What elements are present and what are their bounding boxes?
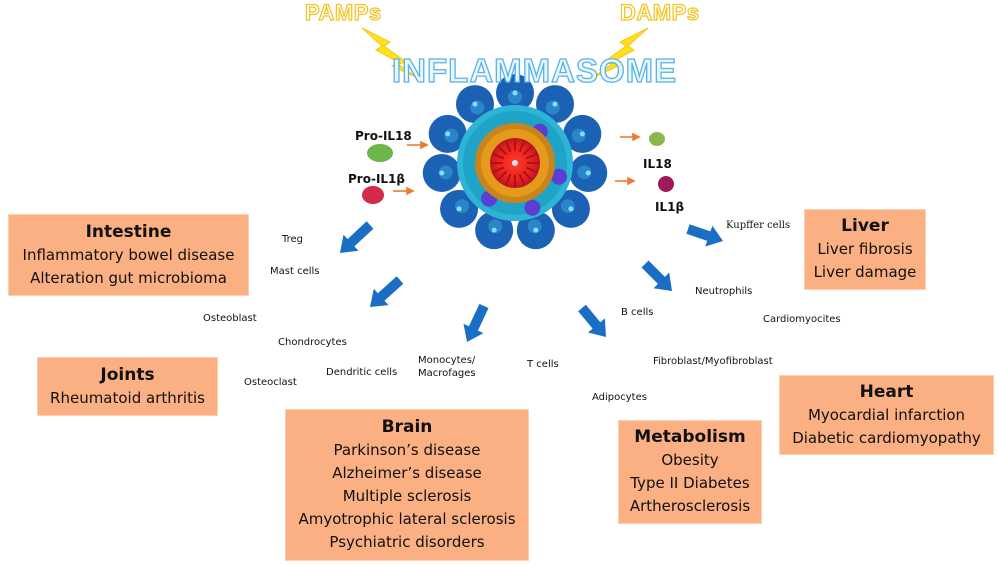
disease-item: Multiple sclerosis bbox=[342, 487, 472, 505]
arrow-to-kupffer-icon bbox=[686, 224, 723, 247]
organ-title-metabolism: Metabolism bbox=[634, 427, 746, 447]
cell-label-cardiomyocites: Cardiomyocites bbox=[763, 314, 841, 325]
arrow-to-mast-cells-icon bbox=[370, 276, 404, 307]
organ-title-heart: Heart bbox=[859, 381, 914, 402]
damps-label: DAMPs bbox=[619, 0, 700, 26]
organ-title-intestine: Intestine bbox=[85, 221, 172, 242]
cell-label-fibroblast: Fibroblast/Myofibroblast bbox=[653, 356, 773, 367]
inflammasome-title: INFLAMMASOME bbox=[391, 51, 678, 89]
il1b-label: IL1β bbox=[655, 200, 685, 214]
il18-molecule-icon bbox=[649, 132, 665, 146]
organ-title-joints: Joints bbox=[100, 364, 155, 385]
organ-title-brain: Brain bbox=[381, 417, 433, 437]
cell-label-dendritic-cells: Dendritic cells bbox=[326, 367, 398, 378]
disease-item: Parkinson’s disease bbox=[333, 441, 481, 459]
arrow-to-neutrophils-icon bbox=[641, 260, 672, 291]
organ-box-intestine: Intestine Inflammatory bowel disease Alt… bbox=[8, 214, 249, 296]
disease-item: Amyotrophic lateral sclerosis bbox=[298, 510, 516, 528]
arrow-to-treg-icon bbox=[340, 221, 374, 253]
cell-label-macrofages: Macrofages bbox=[418, 368, 476, 379]
cell-label-b-cells: B cells bbox=[621, 307, 654, 318]
cell-label-osteoblast: Osteoblast bbox=[203, 313, 257, 324]
il1b-molecule-icon bbox=[658, 176, 674, 192]
cell-label-treg: Treg bbox=[282, 234, 304, 245]
pro-il1b-label: Pro-IL1β bbox=[348, 172, 405, 186]
organ-box-brain: Brain Parkinson’s disease Alzheimer’s di… bbox=[285, 409, 529, 561]
cell-label-adipocytes: Adipocytes bbox=[592, 392, 647, 403]
disease-item: Alzheimer’s disease bbox=[332, 464, 482, 482]
pro-il18-label: Pro-IL18 bbox=[355, 129, 412, 143]
cell-label-neutrophils: Neutrophils bbox=[695, 286, 753, 297]
pamps-label: PAMPs bbox=[304, 0, 382, 26]
arrow-to-b-cells-icon bbox=[578, 304, 606, 337]
organ-box-heart: Heart Myocardial infarction Diabetic car… bbox=[779, 375, 994, 455]
disease-item: Rheumatoid arthritis bbox=[50, 388, 205, 407]
disease-item: Inflammatory bowel disease bbox=[22, 245, 235, 264]
disease-item: Liver damage bbox=[813, 263, 917, 281]
cell-label-chondrocytes: Chondrocytes bbox=[278, 337, 347, 348]
pro-il1b-molecule-icon bbox=[362, 186, 384, 204]
organ-box-joints: Joints Rheumatoid arthritis bbox=[37, 357, 218, 416]
cell-label-monocytes: Monocytes/ bbox=[418, 355, 476, 366]
pro-il18-molecule-icon bbox=[367, 144, 393, 162]
organ-box-metabolism: Metabolism Obesity Type II Diabetes Arth… bbox=[618, 420, 762, 524]
disease-item: Myocardial infarction bbox=[807, 405, 966, 424]
disease-item: Liver fibrosis bbox=[817, 240, 913, 258]
disease-item: Artherosclerosis bbox=[629, 497, 751, 515]
cell-label-kupffer-cells: Kupffer cells bbox=[726, 220, 791, 231]
cell-label-t-cells: T cells bbox=[527, 359, 559, 370]
il18-label: IL18 bbox=[643, 157, 672, 171]
arrow-to-monocytes-icon bbox=[463, 303, 489, 342]
disease-item: Obesity bbox=[661, 451, 719, 469]
lightning-bolt-right-icon bbox=[591, 27, 649, 79]
disease-item: Alteration gut microbioma bbox=[30, 268, 227, 287]
organ-box-liver: Liver Liver fibrosis Liver damage bbox=[804, 209, 926, 290]
cell-label-mast-cells: Mast cells bbox=[270, 266, 320, 277]
lightning-bolt-left-icon bbox=[361, 27, 419, 79]
organ-title-liver: Liver bbox=[841, 216, 889, 236]
cytokine-arrows bbox=[393, 132, 641, 196]
disease-item: Psychiatric disorders bbox=[329, 533, 485, 551]
disease-item: Diabetic cardiomyopathy bbox=[792, 428, 981, 447]
inflammasome-complex-icon bbox=[422, 74, 608, 250]
disease-item: Type II Diabetes bbox=[630, 474, 750, 492]
cell-label-osteoclast: Osteoclast bbox=[244, 377, 297, 388]
